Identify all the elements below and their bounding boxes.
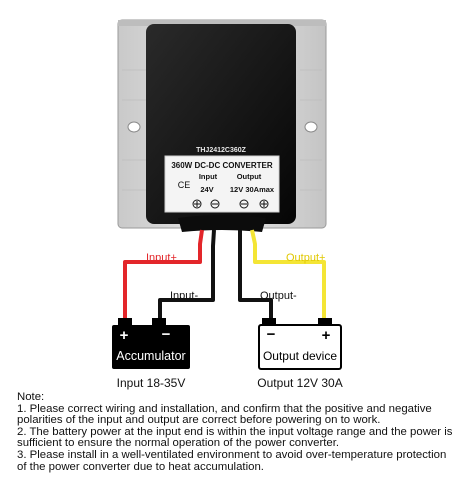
terminal-input-plus-icon	[192, 199, 202, 209]
output-device-minus: −	[267, 326, 276, 343]
label-output-value: 12V 30Amax	[230, 185, 275, 194]
wire-output-plus	[250, 229, 326, 323]
model-number: THJ2412C360Z	[196, 147, 247, 154]
spec-label: 360W DC-DC CONVERTER CE Input Output 24V…	[164, 155, 280, 213]
notes-heading: Note:	[17, 391, 45, 403]
wire-input-minus	[158, 229, 216, 323]
wires	[123, 229, 326, 323]
label-output-header: Output	[237, 172, 262, 181]
output-device-icon: − + Output device	[258, 318, 342, 370]
output-device-plus: +	[322, 327, 331, 344]
label-output-plus: Output+	[286, 252, 325, 264]
accumulator-caption: Input 18-35V	[117, 376, 186, 390]
accumulator-plus: +	[120, 327, 129, 344]
label-title: 360W DC-DC CONVERTER	[171, 161, 273, 170]
label-output-minus: Output-	[260, 290, 297, 302]
label-input-value: 24V	[200, 185, 213, 194]
note-item-1: 1. Please correct wiring and installatio…	[17, 402, 432, 427]
note-item-2: 2. The battery power at the input end is…	[17, 425, 453, 450]
wire-input-plus	[123, 229, 204, 323]
output-device-caption: Output 12V 30A	[257, 376, 342, 390]
terminal-output-minus-icon	[239, 199, 249, 209]
accumulator-battery-icon: + − Accumulator	[112, 318, 190, 369]
label-input-minus: Input-	[170, 290, 198, 302]
wire-output-minus	[238, 230, 273, 323]
mounting-hole-right	[304, 121, 318, 133]
accumulator-minus: −	[162, 326, 171, 343]
mounting-hole-left	[127, 121, 141, 133]
wiring-diagram: THJ2412C360Z 360W DC-DC CONVERTER CE Inp…	[112, 19, 343, 390]
ce-mark: CE	[178, 180, 191, 190]
accumulator-name: Accumulator	[116, 349, 185, 363]
note-item-3: 3. Please install in a well-ventilated e…	[17, 448, 447, 473]
terminal-input-minus-icon	[210, 199, 220, 209]
output-device-name: Output device	[263, 349, 337, 363]
terminal-output-plus-icon	[259, 199, 269, 209]
cable-gland	[178, 215, 266, 232]
notes-section: Note: 1. Please correct wiring and insta…	[17, 391, 457, 473]
label-input-plus: Input+	[146, 252, 177, 264]
label-input-header: Input	[199, 172, 218, 181]
